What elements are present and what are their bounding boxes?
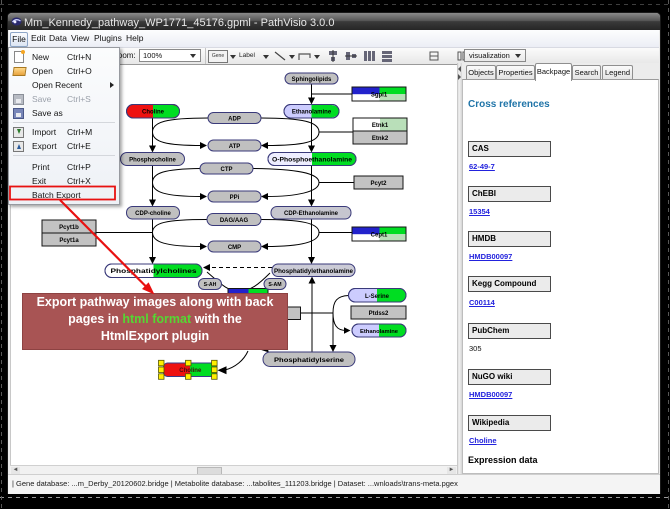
svg-text:O-Phosphoethanolamine: O-Phosphoethanolamine [272,157,353,163]
svg-text:CDP-choline: CDP-choline [135,211,171,217]
svg-text:CTP: CTP [221,167,233,173]
svg-text:Pcyt2: Pcyt2 [370,181,387,187]
svg-text:Choline: Choline [179,368,202,374]
svg-text:CMP: CMP [228,245,241,251]
svg-text:ATP: ATP [229,144,241,150]
svg-text:Phosphocholine: Phosphocholine [129,157,176,163]
svg-text:S-AM: S-AM [268,282,281,288]
svg-text:ADP: ADP [228,117,241,123]
svg-text:Etnk1: Etnk1 [372,123,389,129]
svg-text:Phosphatidylserine: Phosphatidylserine [274,358,345,364]
svg-text:S-AH: S-AH [204,282,217,288]
svg-text:CDP-Ethanolamine: CDP-Ethanolamine [284,211,339,217]
svg-text:Etnk2: Etnk2 [372,136,389,142]
svg-text:Pcyt1a: Pcyt1a [59,238,79,244]
svg-text:Cept1: Cept1 [371,233,388,239]
svg-text:L-Serine: L-Serine [365,294,390,300]
svg-text:Sphingolipids: Sphingolipids [292,77,332,83]
svg-text:Choline: Choline [142,110,165,116]
svg-text:Ethanolamine: Ethanolamine [292,110,332,116]
svg-text:DAG/AAG: DAG/AAG [220,218,249,224]
svg-text:Phosphatidylethanolamine: Phosphatidylethanolamine [274,269,354,275]
svg-text:Ptdss2: Ptdss2 [369,311,389,317]
svg-text:Sgpl1: Sgpl1 [371,93,388,99]
svg-text:Phosphatidylcholines: Phosphatidylcholines [111,269,198,275]
svg-text:PPi: PPi [230,195,240,201]
svg-text:Pcyt1b: Pcyt1b [59,225,79,231]
svg-text:Ethanolamine: Ethanolamine [360,329,399,335]
